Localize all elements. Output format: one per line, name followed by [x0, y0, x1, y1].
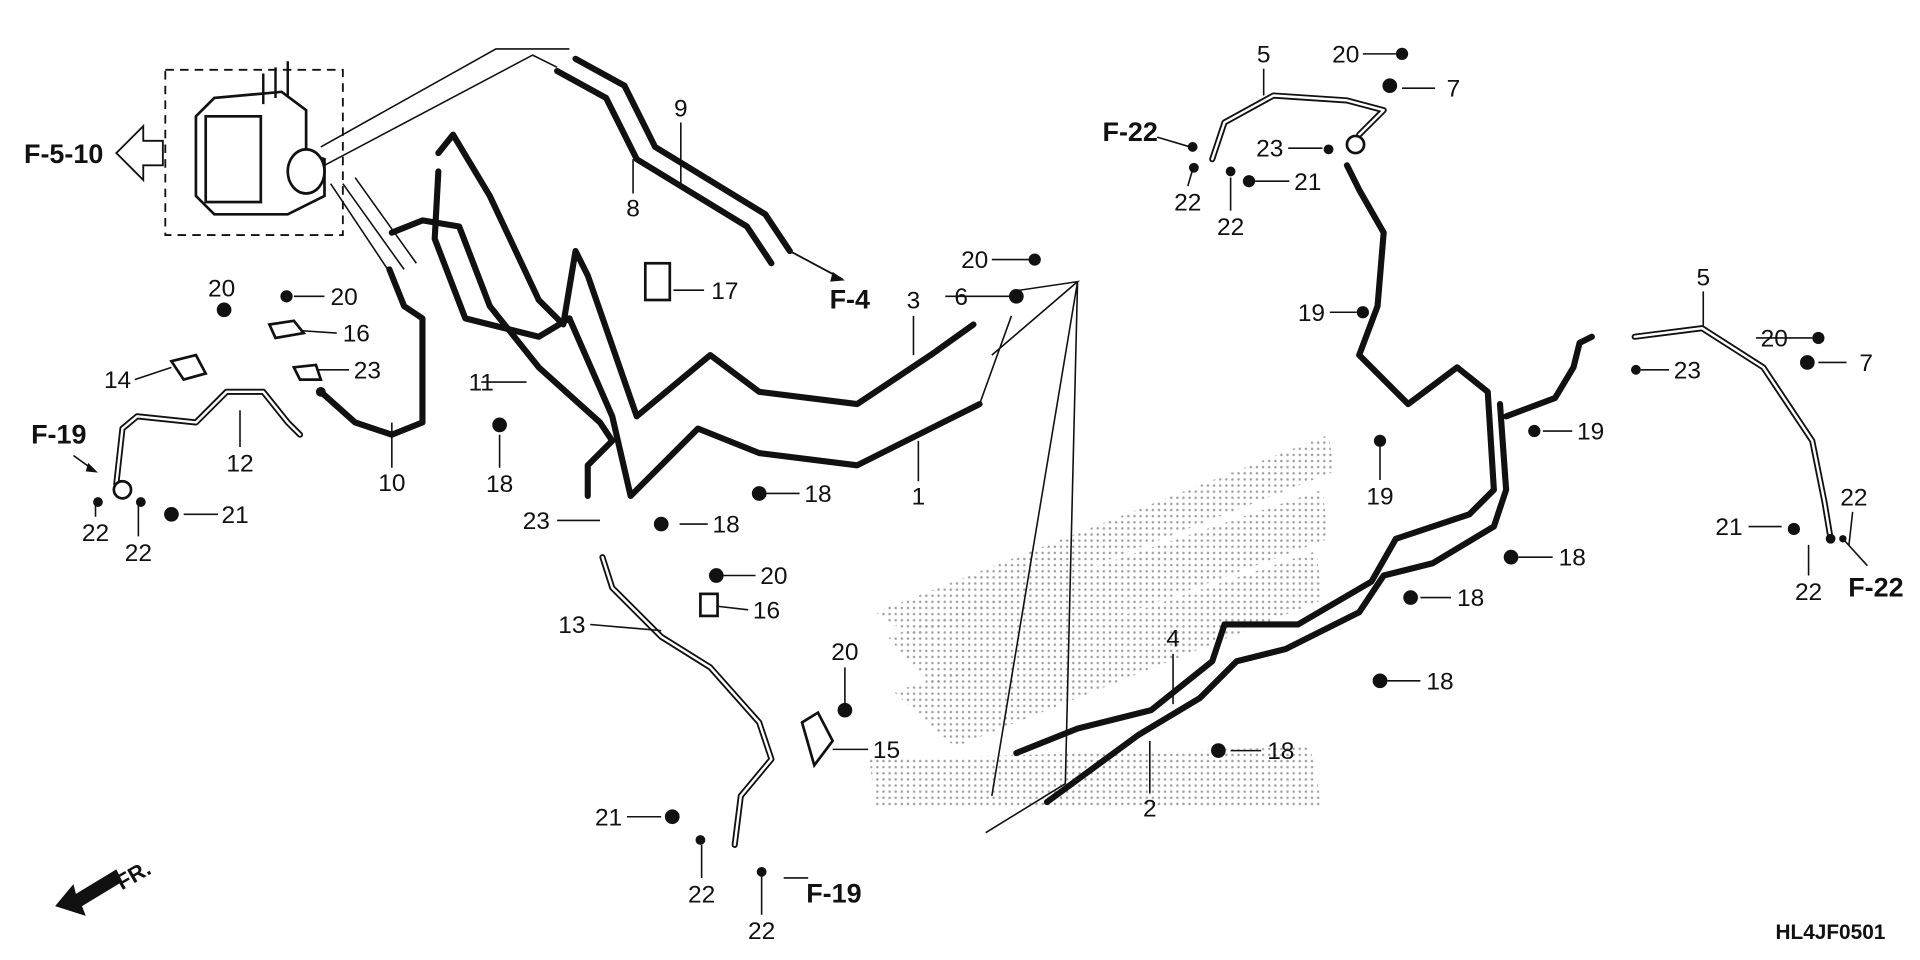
honda-logo-watermark — [869, 434, 1335, 809]
callout-22[interactable]: 22 — [82, 520, 109, 547]
arrow-left-icon — [115, 123, 164, 183]
callout-23[interactable]: 23 — [1674, 357, 1701, 384]
callout-22[interactable]: 22 — [1795, 579, 1822, 606]
part-17[interactable] — [643, 261, 672, 302]
callout-3[interactable]: 3 — [907, 288, 921, 315]
diagram-code: HL4JF0501 — [1776, 921, 1886, 944]
brake-pipes-1-3-11[interactable] — [317, 131, 983, 499]
brake-hose-12[interactable] — [112, 388, 304, 500]
callout-18[interactable]: 18 — [1457, 585, 1484, 612]
callout-14[interactable]: 14 — [104, 367, 131, 394]
callout-21[interactable]: 21 — [221, 502, 248, 529]
callout-1[interactable]: 1 — [912, 483, 926, 510]
callout-22[interactable]: 22 — [125, 540, 152, 567]
abs-modulator[interactable] — [164, 61, 344, 237]
callout-7[interactable]: 7 — [1447, 76, 1461, 103]
callout-18[interactable]: 18 — [804, 481, 831, 508]
callout-7[interactable]: 7 — [1859, 350, 1873, 377]
ref-f19[interactable]: F-19 — [806, 878, 861, 908]
callout-16[interactable]: 16 — [343, 321, 370, 348]
brake-hose-5-right[interactable] — [1631, 325, 1834, 542]
callout-9[interactable]: 9 — [674, 95, 688, 122]
callout-20[interactable]: 20 — [1761, 326, 1788, 353]
brake-hose-13[interactable] — [599, 554, 775, 848]
part-16[interactable] — [267, 319, 307, 340]
callout-21[interactable]: 21 — [1715, 514, 1742, 541]
callout-18[interactable]: 18 — [1267, 738, 1294, 765]
callout-13[interactable]: 13 — [558, 612, 585, 639]
callout-22[interactable]: 22 — [748, 918, 775, 945]
ref-f4[interactable]: F-4 — [830, 285, 870, 315]
fasteners — [93, 47, 1847, 877]
callout-23[interactable]: 23 — [1256, 136, 1283, 163]
callout-8[interactable]: 8 — [626, 196, 640, 223]
front-label: FR. — [112, 855, 155, 894]
callout-4[interactable]: 4 — [1166, 626, 1180, 653]
ref-f5-10-label[interactable]: F-5-10 — [24, 139, 103, 169]
callout-20[interactable]: 20 — [330, 284, 357, 311]
callout-10[interactable]: 10 — [378, 470, 405, 497]
part-16-lower[interactable] — [699, 592, 719, 618]
part-14[interactable] — [169, 353, 208, 382]
callout-20[interactable]: 20 — [1332, 41, 1359, 68]
callout-20[interactable]: 20 — [760, 563, 787, 590]
callout-23[interactable]: 23 — [523, 508, 550, 535]
brake-pipes-2-4[interactable] — [1013, 162, 1595, 806]
part-23[interactable] — [291, 363, 323, 381]
callout-15[interactable]: 15 — [873, 737, 900, 764]
part-15[interactable] — [800, 710, 835, 769]
ref-f22[interactable]: F-22 — [1103, 117, 1158, 147]
callout-20[interactable]: 20 — [208, 275, 235, 302]
callout-18[interactable]: 18 — [713, 512, 740, 539]
callout-18[interactable]: 18 — [486, 471, 513, 498]
callout-19[interactable]: 19 — [1298, 300, 1325, 327]
callout-16[interactable]: 16 — [753, 597, 780, 624]
callout-20[interactable]: 20 — [961, 247, 988, 274]
callout-22[interactable]: 22 — [1174, 190, 1201, 217]
ref-f5-10[interactable]: F-5-10 — [24, 123, 164, 183]
callout-11[interactable]: 11 — [469, 370, 494, 397]
callouts: 9 8 17 3 6 20 20 20 16 14 23 12 10 11 18… — [82, 41, 1873, 945]
callout-6[interactable]: 6 — [954, 284, 968, 311]
callout-17[interactable]: 17 — [711, 278, 738, 305]
ref-f22[interactable]: F-22 — [1848, 572, 1903, 602]
callout-21[interactable]: 21 — [595, 804, 622, 831]
ref-f19[interactable]: F-19 — [31, 419, 86, 449]
callout-22[interactable]: 22 — [688, 881, 715, 908]
callout-2[interactable]: 2 — [1143, 796, 1157, 823]
callout-12[interactable]: 12 — [226, 450, 253, 477]
brake-hose-5-top[interactable] — [1209, 92, 1387, 163]
callout-18[interactable]: 18 — [1559, 545, 1586, 572]
leader-lines — [94, 53, 1868, 915]
callout-19[interactable]: 19 — [1577, 419, 1604, 446]
callout-5[interactable]: 5 — [1696, 264, 1710, 291]
callout-20[interactable]: 20 — [831, 639, 858, 666]
callout-5[interactable]: 5 — [1257, 41, 1271, 68]
callout-21[interactable]: 21 — [1294, 169, 1321, 196]
callout-18[interactable]: 18 — [1426, 668, 1453, 695]
callout-22[interactable]: 22 — [1217, 214, 1244, 241]
brake-pipes-8-9[interactable] — [554, 55, 793, 267]
callout-22[interactable]: 22 — [1840, 485, 1867, 512]
callout-23[interactable]: 23 — [354, 357, 381, 384]
callout-19[interactable]: 19 — [1366, 483, 1393, 510]
front-direction-arrow: FR. — [55, 855, 155, 916]
